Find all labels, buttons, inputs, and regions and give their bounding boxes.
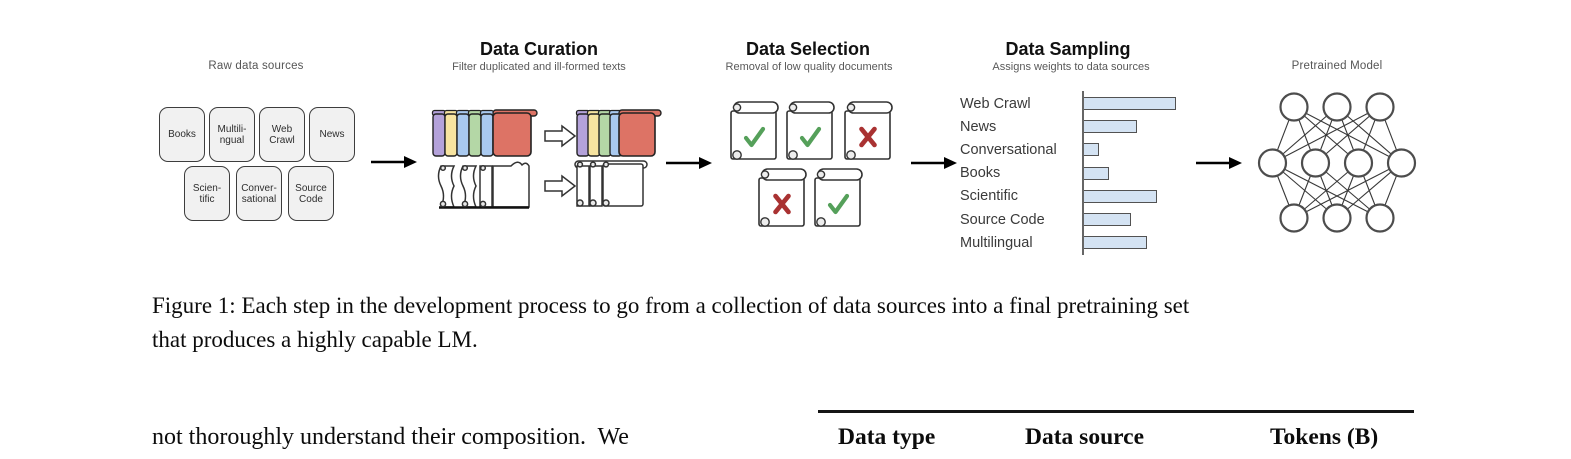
sampling-subtitle: Assigns weights to data sources	[992, 61, 1150, 73]
flow-arrow-icon	[1196, 157, 1242, 169]
figure-caption-line-1: Figure 1: Each step in the development p…	[152, 293, 1190, 318]
table-header-data-type: Data type	[838, 424, 936, 450]
chart-category-label: Multilingual	[960, 234, 1033, 251]
document-scroll	[814, 168, 863, 227]
document-scroll	[786, 101, 835, 160]
chart-bar	[1083, 166, 1110, 180]
data-source-box: Multili- ngual	[209, 107, 255, 162]
curation-title: Data Curation	[479, 39, 599, 59]
figure-caption: Figure 1: Each step in the development p…	[152, 289, 1452, 357]
sampling-title: Data Sampling	[1005, 39, 1131, 59]
figure-caption-line-2: that produces a highly capable LM.	[152, 327, 478, 352]
network-node	[1279, 203, 1309, 233]
raw-sources-label: Raw data sources	[208, 60, 304, 72]
flow-arrow-icon	[371, 156, 417, 168]
cross-icon	[859, 126, 877, 148]
check-icon	[743, 126, 766, 148]
body-text: not thoroughly understand their composit…	[152, 424, 629, 450]
network-node	[1257, 148, 1288, 178]
table-header-data-source: Data source	[1025, 424, 1145, 450]
cross-icon	[773, 193, 791, 215]
clean-scrolls	[574, 160, 648, 207]
chart-category-label: Web Crawl	[960, 95, 1031, 112]
network-node	[1343, 148, 1374, 178]
chart-row: Multilingual	[960, 231, 1176, 254]
table-header-tokens: Tokens (B)	[1270, 424, 1379, 450]
double-arrow-icon	[544, 124, 577, 198]
selection-title: Data Selection	[745, 39, 871, 59]
selection-scrolls-graphic	[730, 101, 893, 227]
selection-subtitle: Removal of low quality documents	[725, 61, 893, 73]
chart-row: Source Code	[960, 208, 1176, 231]
chart-category-label: News	[960, 118, 997, 135]
check-icon	[799, 126, 822, 148]
network-node	[1365, 203, 1395, 233]
chart-row: News	[960, 115, 1176, 138]
flow-arrow-icon	[911, 157, 957, 169]
data-source-box: Scien- tific	[184, 166, 230, 221]
data-source-box: Conver- sational	[236, 166, 282, 221]
neural-network-graphic	[1257, 92, 1417, 233]
chart-bar	[1083, 120, 1137, 134]
data-source-box: Books	[159, 107, 205, 162]
chart-axis-line	[1082, 91, 1084, 255]
chart-bar	[1083, 236, 1148, 250]
chart-row: Web Crawl	[960, 92, 1176, 115]
curation-scrolls-graphic	[431, 109, 662, 209]
flow-arrow-icon	[666, 157, 712, 169]
data-source-box: Source Code	[288, 166, 334, 221]
document-scroll	[758, 168, 807, 227]
table-top-rule	[818, 410, 1414, 413]
network-node	[1279, 92, 1309, 122]
illformed-scrolls	[437, 161, 530, 209]
chart-row: Scientific	[960, 185, 1176, 208]
network-node	[1300, 148, 1331, 178]
network-node	[1322, 203, 1352, 233]
network-node	[1365, 92, 1395, 122]
chart-category-label: Source Code	[960, 211, 1045, 228]
document-scroll	[730, 101, 779, 160]
check-icon	[827, 193, 850, 215]
chart-bar	[1083, 189, 1158, 203]
document-scroll	[844, 101, 893, 160]
chart-bar	[1083, 213, 1132, 227]
chart-category-label: Scientific	[960, 188, 1019, 205]
curation-subtitle: Filter duplicated and ill-formed texts	[452, 61, 626, 73]
chart-row: Books	[960, 162, 1176, 185]
chart-category-label: Books	[960, 165, 1001, 182]
network-node	[1322, 92, 1352, 122]
network-node	[1386, 148, 1417, 178]
chart-category-label: Conversational	[960, 141, 1057, 158]
chart-bar	[1083, 97, 1176, 111]
data-source-box: News	[309, 107, 355, 162]
chart-row: Conversational	[960, 138, 1176, 161]
data-source-box: Web Crawl	[259, 107, 305, 162]
chart-bar	[1083, 143, 1099, 157]
pretrained-model-label: Pretrained Model	[1291, 60, 1383, 72]
